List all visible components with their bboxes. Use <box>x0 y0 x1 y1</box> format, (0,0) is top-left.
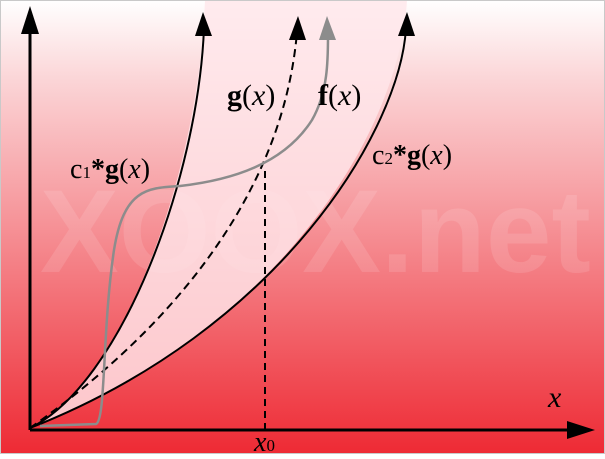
c2g-arrowhead <box>398 12 415 36</box>
label-f-open: ( <box>328 79 338 112</box>
x-axis-label: x <box>547 381 562 414</box>
c1g-arrowhead <box>195 12 212 36</box>
y-axis-arrowhead <box>21 6 39 34</box>
label-c1g-var: x <box>127 154 141 185</box>
label-g-var: x <box>251 79 266 112</box>
label-c2g-sub: 2 <box>384 149 393 168</box>
label-f-close: ) <box>351 79 361 112</box>
f-arrowhead <box>319 16 336 40</box>
label-g: g(x) <box>227 79 275 112</box>
label-c1g-sub: 1 <box>82 163 91 182</box>
label-f-var: x <box>337 79 352 112</box>
label-c2g-var: x <box>429 140 443 171</box>
f-curve <box>39 34 330 428</box>
label-c1g: c1*g(x) <box>70 154 150 185</box>
label-c2g-name: g <box>407 140 421 171</box>
label-c1g-close: ) <box>141 154 150 185</box>
x0-label-sub: 0 <box>266 436 275 454</box>
label-c2g-open: ( <box>421 140 430 171</box>
g-arrowhead <box>289 16 306 40</box>
x0-label: x0 <box>253 427 275 454</box>
label-c2g-star: * <box>393 140 407 171</box>
label-c1g-open: ( <box>119 154 128 185</box>
c2g-curve <box>29 27 407 429</box>
label-f: f(x) <box>318 79 361 112</box>
label-g-name: g <box>227 79 242 112</box>
label-c1g-name: g <box>105 154 119 185</box>
label-c2g-c: c <box>372 140 384 171</box>
label-c1g-star: * <box>91 154 105 185</box>
x0-label-base: x <box>253 427 267 454</box>
label-g-open: ( <box>242 79 252 112</box>
label-g-close: ) <box>265 79 275 112</box>
label-c2g-close: ) <box>443 140 452 171</box>
label-f-name: f <box>318 79 329 112</box>
label-c1g-c: c <box>70 154 82 185</box>
label-c2g: c2*g(x) <box>372 140 452 171</box>
x-axis-arrowhead <box>567 421 595 439</box>
